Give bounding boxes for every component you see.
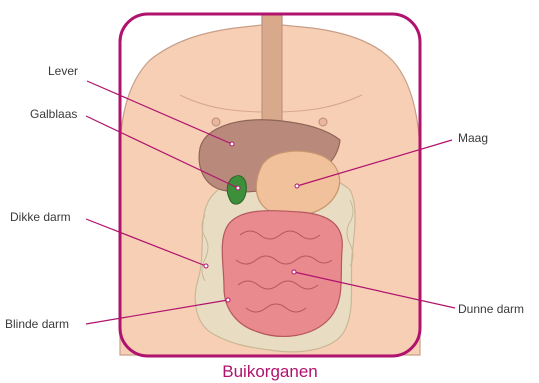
dot-dikke-darm (204, 264, 208, 268)
dot-lever (230, 142, 234, 146)
dot-galblaas (236, 186, 240, 190)
label-lever: Lever (48, 64, 78, 78)
small-intestine (222, 211, 342, 337)
right-nipple (319, 118, 327, 126)
label-dunne-darm: Dunne darm (458, 302, 524, 316)
dot-maag (295, 184, 299, 188)
label-maag: Maag (458, 131, 488, 145)
dot-blinde-darm (226, 298, 230, 302)
left-nipple (212, 118, 220, 126)
caption: Buikorganen (222, 362, 317, 381)
label-blinde-darm: Blinde darm (5, 317, 69, 331)
dot-dunne-darm (292, 270, 296, 274)
label-dikke-darm: Dikke darm (10, 210, 71, 224)
label-galblaas: Galblaas (30, 107, 77, 121)
